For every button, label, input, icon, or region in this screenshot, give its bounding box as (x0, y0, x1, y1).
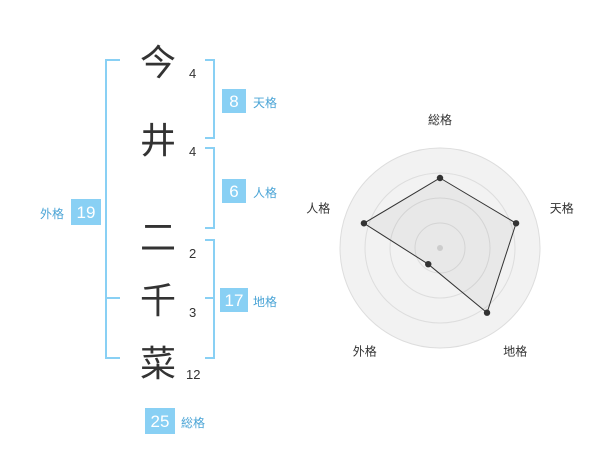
radar-axis-label-4: 外格 (353, 344, 377, 359)
stroke-count-3: 2 (189, 246, 196, 261)
gaikaku-value: 19 (77, 203, 96, 222)
radar-point-1 (436, 174, 444, 182)
chikaku-value: 17 (225, 291, 244, 310)
stroke-count-1: 4 (189, 66, 196, 81)
jinkaku-bracket (205, 147, 215, 229)
jinkaku-badge (222, 179, 246, 203)
gaikaku-bracket (105, 59, 120, 359)
name-char-4: 千 (140, 281, 176, 322)
radar-grid-ring (414, 222, 466, 274)
radar-grid-ring (389, 197, 491, 299)
radar-point-4 (425, 260, 432, 268)
soukaku-value: 25 (151, 412, 170, 431)
jinkaku-value: 6 (229, 182, 238, 201)
jinkaku-label: 人格 (253, 185, 277, 200)
chikaku-label: 地格 (253, 294, 277, 309)
gaikaku-label: 外格 (40, 206, 64, 221)
name-char-2: 井 (140, 121, 176, 162)
radar-axis-label-1: 総格 (428, 112, 452, 127)
stroke-count-2: 4 (189, 144, 196, 159)
radar-point-3 (483, 309, 491, 316)
radar-axis-label-2: 天格 (550, 200, 574, 215)
radar-point-2 (512, 220, 520, 227)
tenkaku-label: 天格 (253, 95, 277, 110)
radar-grid-ring (364, 172, 516, 324)
stroke-count-5: 12 (186, 367, 200, 382)
tenkaku-bracket (205, 59, 215, 139)
chikaku-badge (220, 288, 248, 312)
tenkaku-value: 8 (229, 92, 238, 111)
gaikaku-badge (71, 199, 101, 225)
name-char-1: 今 (140, 43, 176, 84)
soukaku-label: 総格 (181, 415, 205, 430)
chikaku-bracket (205, 239, 215, 359)
tenkaku-badge (222, 89, 246, 113)
soukaku-badge (145, 408, 175, 434)
name-char-5: 菜 (140, 344, 176, 385)
radar-center-dot (437, 245, 443, 251)
radar-point-5 (360, 220, 368, 227)
radar-axis-label-3: 地格 (503, 344, 527, 359)
name-char-3: 二 (140, 218, 176, 259)
stroke-count-4: 3 (189, 305, 196, 320)
radar-axis-label-5: 人格 (306, 200, 330, 215)
